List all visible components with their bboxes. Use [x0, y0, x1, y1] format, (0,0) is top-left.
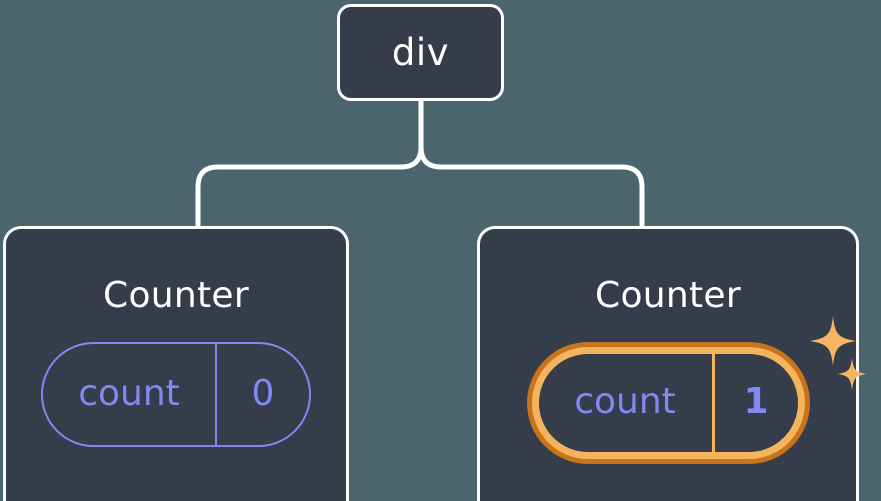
node-counter-left-label: Counter: [103, 275, 249, 316]
state-name-left: count: [78, 372, 180, 414]
sparkle-small-icon: [836, 358, 867, 390]
state-pill-wrapper-left: count 0: [41, 342, 311, 447]
state-pill-right-inner: count 1: [538, 354, 798, 452]
tree-node-counter-right[interactable]: Counter count 1: [477, 226, 867, 501]
state-name-right: count: [574, 381, 676, 422]
state-value-left: 0: [215, 344, 309, 445]
tree-node-counter-left[interactable]: Counter count 0: [3, 226, 349, 501]
connector-right: [418, 98, 645, 230]
node-div-label: div: [391, 31, 450, 74]
sparkles-group: [809, 316, 867, 390]
connector-left: [195, 98, 424, 230]
state-pill-left[interactable]: count 0: [41, 342, 311, 447]
sparkle-large-icon: [809, 316, 856, 366]
state-value-right: 1: [711, 354, 798, 452]
state-pill-wrapper-right: count 1: [526, 316, 867, 464]
node-counter-right-label: Counter: [595, 275, 741, 316]
tree-node-div[interactable]: div: [337, 4, 504, 101]
state-pill-right-highlighted[interactable]: count 1: [526, 342, 810, 464]
